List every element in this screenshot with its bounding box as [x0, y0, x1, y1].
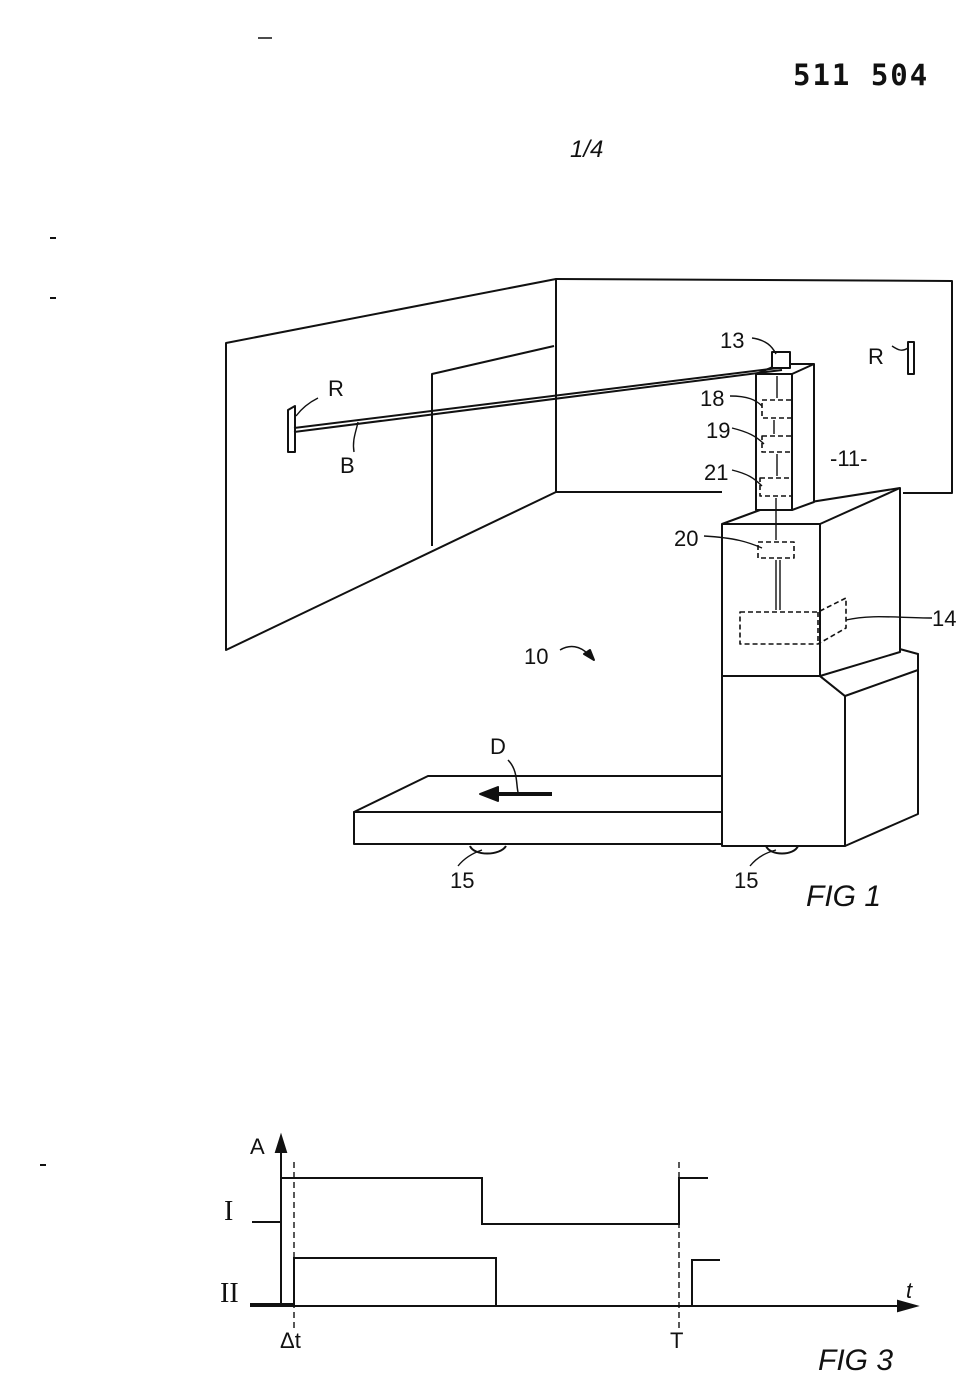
box-20: [757, 541, 795, 559]
label-y-axis-a: A: [250, 1134, 265, 1159]
leader-13: [751, 337, 777, 355]
box-21: [759, 477, 793, 497]
label-delta-t: Δt: [280, 1328, 301, 1353]
label-box-14: 14: [932, 606, 957, 631]
leader-19: [731, 427, 765, 445]
figure-3-caption: FIG 3: [818, 1344, 894, 1377]
direction-arrowhead: [479, 786, 499, 802]
leader-15-front: [457, 849, 483, 867]
figure-3-timing-diagram: [250, 1132, 920, 1328]
right-wall: [555, 278, 953, 494]
laser-sensor: [771, 351, 791, 369]
body-upper-top-edge: [819, 487, 901, 525]
label-signal-ii: II: [220, 1278, 239, 1309]
leader-10: [559, 645, 589, 655]
label-wheel-rear-15: 15: [734, 868, 759, 893]
leader-18: [729, 395, 763, 407]
label-reflector-left: R: [328, 376, 344, 401]
label-box-18: 18: [700, 386, 725, 411]
wheel-rear: [765, 845, 799, 855]
label-sensor-13: 13: [720, 328, 745, 353]
label-vehicle-10: 10: [524, 644, 549, 669]
left-wall: [225, 278, 557, 651]
leader-15-rear: [749, 849, 777, 867]
label-box-19: 19: [706, 418, 731, 443]
direction-leader: [507, 759, 519, 793]
signal-II-trace: [250, 1257, 720, 1307]
label-box-21: 21: [704, 460, 729, 485]
mast-side: [791, 363, 815, 511]
sheet-number: 1/4: [570, 136, 604, 163]
box-14: [739, 597, 847, 645]
signal-I-trace: [252, 1177, 708, 1225]
body-lower-front: [721, 675, 846, 847]
leader-R-right: [891, 345, 909, 351]
reflector-right: [907, 341, 915, 375]
label-unit-11: -11-: [830, 446, 868, 471]
reflector-left: [287, 405, 296, 453]
leader-21: [731, 469, 763, 487]
body-upper: [721, 487, 901, 677]
laser-beam-upper: [293, 367, 779, 429]
x-axis-arrowhead: [897, 1299, 920, 1313]
figure-1-caption: FIG 1: [806, 880, 882, 913]
label-x-axis-t: t: [906, 1278, 913, 1303]
label-period-t: T: [670, 1328, 684, 1353]
leader-B: [352, 421, 359, 453]
patent-number: 511 504: [793, 58, 930, 92]
wheel-front: [469, 845, 507, 855]
label-wheel-front-15: 15: [450, 868, 475, 893]
label-direction-d: D: [490, 734, 506, 759]
label-signal-i: I: [224, 1196, 234, 1227]
box-19: [761, 435, 793, 453]
label-box-20: 20: [674, 526, 699, 551]
label-beam: B: [340, 453, 355, 478]
y-axis-arrowhead: [274, 1132, 288, 1153]
leader-10-arrowhead: [583, 649, 595, 661]
leader-R-left: [295, 397, 319, 417]
laser-beam-lower: [293, 369, 783, 433]
fork-front: [353, 811, 723, 845]
label-reflector-right: R: [868, 344, 884, 369]
leader-14: [845, 616, 933, 621]
door-opening: [431, 345, 555, 546]
signal-connections: [773, 376, 781, 610]
leader-20: [703, 535, 763, 549]
